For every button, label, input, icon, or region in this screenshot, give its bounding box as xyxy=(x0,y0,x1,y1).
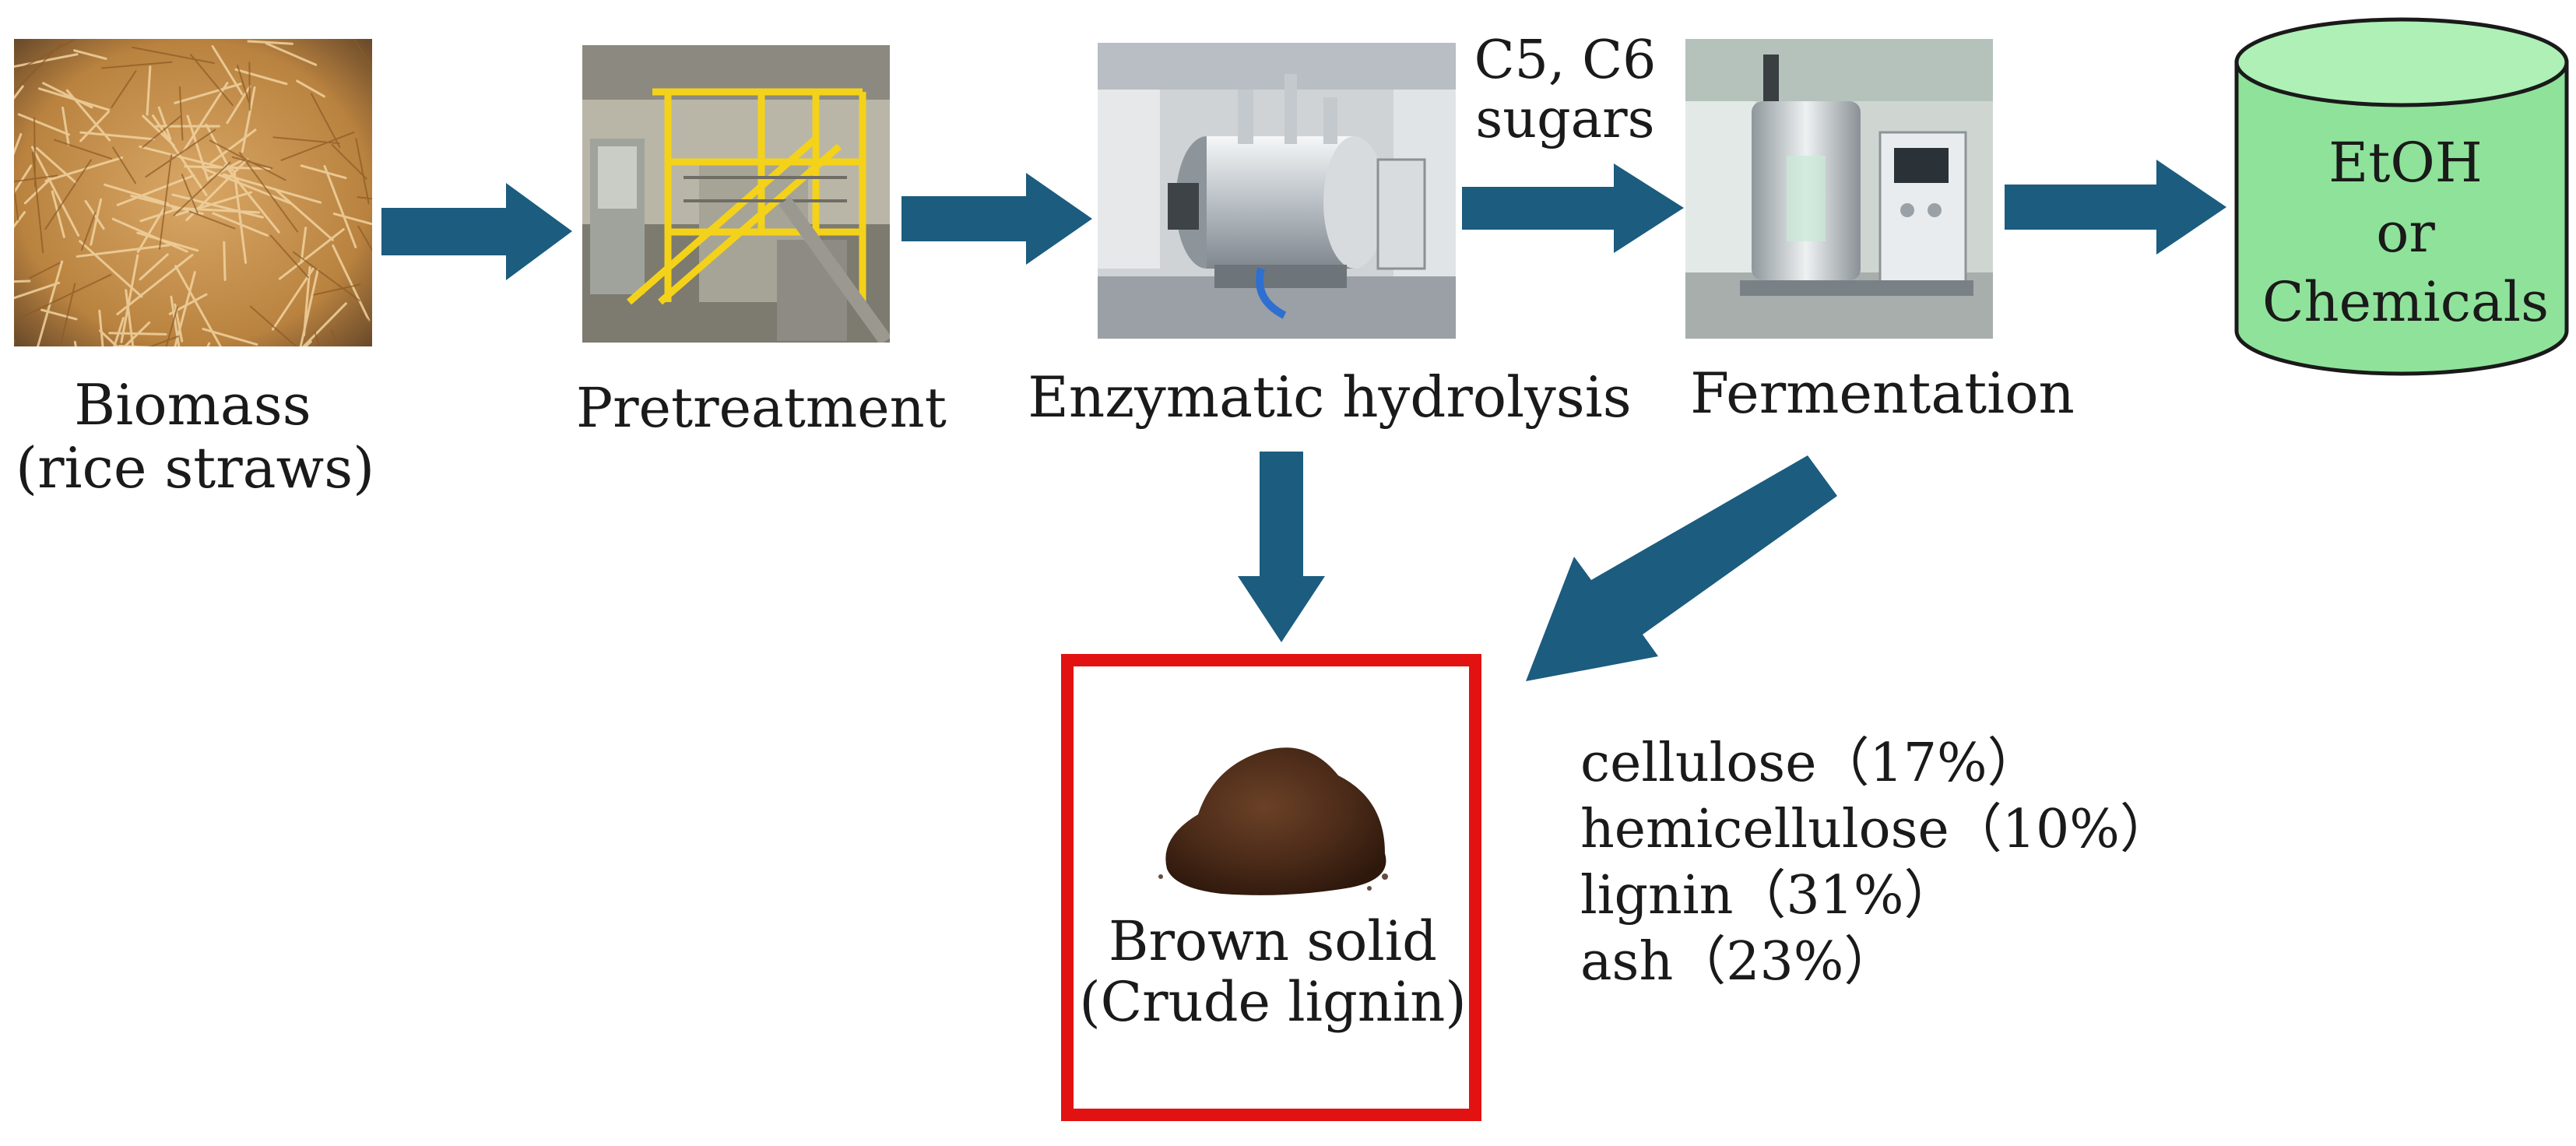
product-label-line2: or xyxy=(2376,200,2435,265)
pretreatment-photo xyxy=(582,45,890,343)
composition-list: cellulose（17%） hemicellulose（10%） lignin… xyxy=(1580,730,2173,995)
arrow-fermentation-to-product xyxy=(2005,160,2226,255)
product-label-line1: EtOH xyxy=(2328,131,2483,195)
product-label-line3: Chemicals xyxy=(2261,270,2550,335)
product-label: EtOH or Chemicals xyxy=(2238,128,2573,338)
composition-lignin: lignin（31%） xyxy=(1580,865,1957,926)
sugars-label-line1: C5, C6 xyxy=(1474,30,1657,91)
fermenter-photo xyxy=(1685,39,1993,339)
composition-hemicellulose: hemicellulose（10%） xyxy=(1580,799,2173,860)
crude-lignin-label-line1: Brown solid xyxy=(1109,909,1437,973)
arrow-biomass-to-pretreatment xyxy=(381,183,572,280)
crude-lignin-box xyxy=(1061,654,1481,1121)
arrow-pretreatment-to-hydrolysis xyxy=(901,173,1092,265)
hydrolysis-label: Enzymatic hydrolysis xyxy=(1028,364,1632,430)
arrow-fermentation-to-residue xyxy=(1526,455,1837,681)
biomass-label-line2: (rice straws) xyxy=(16,434,375,501)
arrow-hydrolysis-to-residue xyxy=(1238,452,1325,642)
biomass-label: Biomass (rice straws) xyxy=(16,372,375,501)
hydrolysis-reactor-photo xyxy=(1098,43,1456,339)
product-cylinder xyxy=(2230,16,2573,381)
fermentation-label: Fermentation xyxy=(1690,360,2075,426)
sugars-label-line2: sugars xyxy=(1475,89,1655,151)
biomass-label-line1: Biomass xyxy=(74,372,311,438)
crude-lignin-label-line2: (Crude lignin) xyxy=(1079,970,1467,1035)
composition-cellulose: cellulose（17%） xyxy=(1580,733,2040,794)
brown-powder-image xyxy=(1158,747,1388,895)
pretreatment-label: Pretreatment xyxy=(576,376,947,440)
composition-ash: ash（23%） xyxy=(1580,931,1897,993)
biomass-photo xyxy=(14,39,372,346)
arrow-hydrolysis-to-fermentation xyxy=(1462,163,1684,253)
sugars-label: C5, C6 sugars xyxy=(1462,30,1668,151)
crude-lignin-label: Brown solid (Crude lignin) xyxy=(1074,911,1471,1033)
